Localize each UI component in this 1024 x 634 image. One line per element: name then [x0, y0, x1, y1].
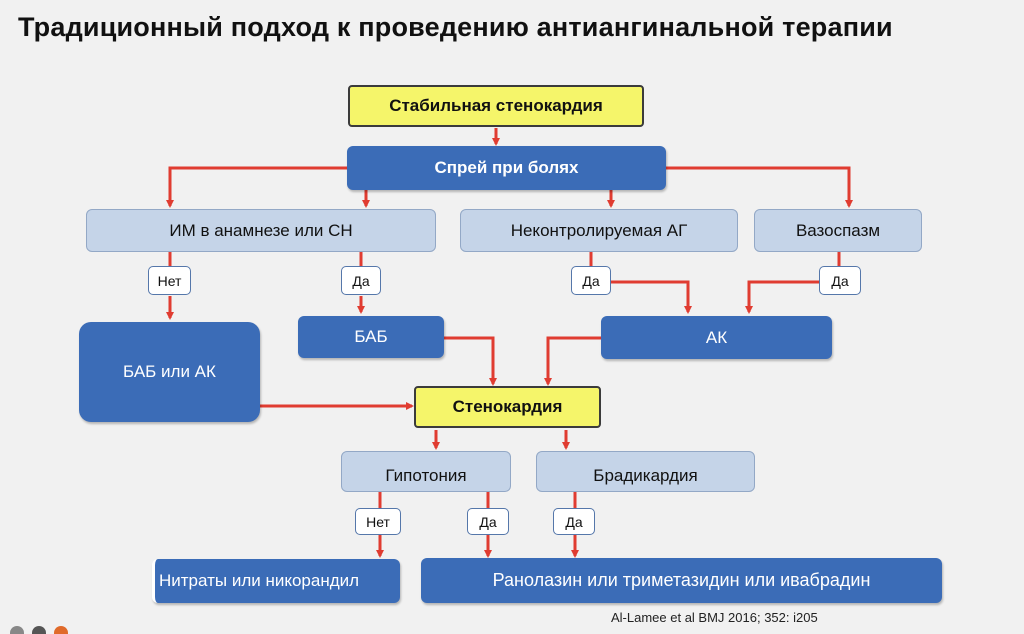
- arrow-bab-to-angina: [444, 336, 497, 386]
- node-bab: БАБ: [298, 316, 444, 358]
- label-yes-vasospasm: Да: [819, 266, 861, 295]
- label-yes-bradycardia: Да: [553, 508, 595, 535]
- label-yes-mi: Да: [341, 266, 381, 295]
- arrow-spray-to-mi: [166, 166, 347, 208]
- node-stable-angina: Стабильная стенокардия: [348, 85, 644, 127]
- node-uncontrolled-ah: Неконтролируемая АГ: [460, 209, 738, 252]
- node-hypotension: Гипотония: [341, 451, 511, 492]
- arrow-yes-to-ak-left: [611, 280, 692, 314]
- arrow-spray-to-vasospasm: [666, 166, 853, 208]
- page-title: Традиционный подход к проведению антианг…: [18, 12, 893, 42]
- player-control-icon[interactable]: [10, 626, 24, 634]
- label-no-hypotension: Нет: [355, 508, 401, 535]
- arrow-ak-to-angina: [544, 336, 601, 386]
- node-bradycardia: Брадикардия: [536, 451, 755, 492]
- node-mi-history: ИМ в анамнезе или СН: [86, 209, 436, 252]
- label-no-mi: Нет: [148, 266, 191, 295]
- player-control-icon-3[interactable]: [54, 626, 68, 634]
- node-bab-or-ak: БАБ или АК: [79, 322, 260, 422]
- label-yes-hypotension: Да: [467, 508, 509, 535]
- node-spray: Спрей при болях: [347, 146, 666, 190]
- node-angina: Стенокардия: [414, 386, 601, 428]
- arrow-yes-to-ak-right: [745, 280, 820, 314]
- node-ak: АК: [601, 316, 832, 359]
- player-control-icon-2[interactable]: [32, 626, 46, 634]
- citation: Al-Lamee et al BMJ 2016; 352: i205: [611, 610, 818, 625]
- node-nitrates: Нитраты или никорандил: [152, 559, 400, 603]
- node-vasospasm: Вазоспазм: [754, 209, 922, 252]
- node-ranolazine: Ранолазин или триметазидин или ивабрадин: [421, 558, 942, 603]
- label-yes-ah: Да: [571, 266, 611, 295]
